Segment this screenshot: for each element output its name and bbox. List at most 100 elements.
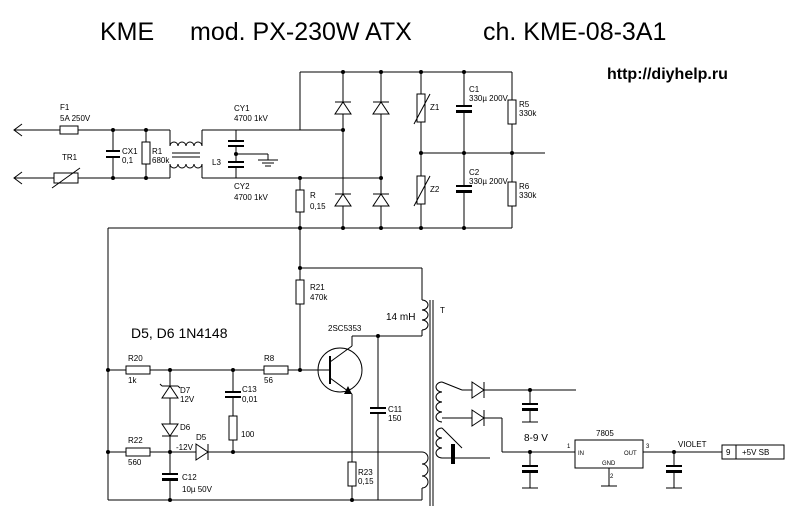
sb-label: +5V SB xyxy=(742,448,769,457)
resistor-r6 xyxy=(507,181,517,207)
t-label: T xyxy=(440,306,445,315)
r1-label: R1 xyxy=(152,147,163,156)
base-network: R20 1k R8 56 xyxy=(106,354,302,385)
voltage-8-9v: 8-9 V xyxy=(524,433,548,444)
varistor-z1 xyxy=(416,93,426,123)
d5-label: D5 xyxy=(196,433,207,442)
c11-value: 150 xyxy=(388,414,402,423)
d7-label: D7 xyxy=(180,386,191,395)
secondary-rectifiers: 8-9 V xyxy=(462,381,576,489)
resistor-r-015: R 0,15 xyxy=(295,189,326,268)
c2-label: C2 xyxy=(469,168,480,177)
pin9-number: 9 xyxy=(726,448,731,457)
regulator-7805: 7805 IN GND OUT 1 2 3 xyxy=(567,429,722,489)
neg12v-label: -12V xyxy=(176,443,194,452)
r100-value: 100 xyxy=(241,430,255,439)
r8-value: 56 xyxy=(264,376,273,385)
z1-label: Z1 xyxy=(430,103,440,112)
r23-value: 0,15 xyxy=(358,477,374,486)
r20-value: 1k xyxy=(128,376,137,385)
resistor-r21: R21 470k xyxy=(295,268,328,370)
d6-label: D6 xyxy=(180,423,191,432)
d5-d6-note: D5, D6 1N4148 xyxy=(131,325,228,341)
capacitor-c12: C12 10µ 50V xyxy=(162,452,213,502)
tr1-label: TR1 xyxy=(62,153,78,162)
r21-value: 470k xyxy=(310,293,328,302)
r6-value: 330k xyxy=(519,191,537,200)
cy2-value: 4700 1kV xyxy=(234,193,268,202)
q-label: 2SC5353 xyxy=(328,324,362,333)
l3-label: L3 xyxy=(212,158,221,167)
z2-label: Z2 xyxy=(430,185,440,194)
resistor-r22 xyxy=(125,447,151,457)
title-model: mod. PX-230W ATX xyxy=(190,18,412,46)
r6-label: R6 xyxy=(519,182,530,191)
cx1-value: 0,1 xyxy=(122,156,134,165)
reg-in: IN xyxy=(578,451,584,457)
r20-label: R20 xyxy=(128,354,143,363)
varistor-z2 xyxy=(416,175,426,205)
resistor-r8 xyxy=(263,365,289,375)
c1-label: C1 xyxy=(469,85,480,94)
mains-input: F1 5A 250V TR1 CX1 0,1 R1 680k xyxy=(13,103,170,189)
output-connector: VIOLET 9 +5V SB xyxy=(678,440,785,460)
r22-value: 560 xyxy=(128,458,142,467)
feedback-bus: R22 560 D5 -12V xyxy=(106,433,422,467)
c13-100-branch: C13 0,01 100 xyxy=(225,370,258,454)
reg-pin3: 3 xyxy=(646,444,650,450)
r21-label: R21 xyxy=(310,283,325,292)
resistor-r5 xyxy=(507,99,517,125)
r5-value: 330k xyxy=(519,109,537,118)
diodes-d7-d6: D7 12V D6 xyxy=(159,370,195,452)
c12-label: C12 xyxy=(182,473,197,482)
r23-label: R23 xyxy=(358,468,373,477)
cy1-label: CY1 xyxy=(234,104,250,113)
resistor-r23: R23 0,15 xyxy=(347,461,374,502)
c11-label: C11 xyxy=(388,405,403,414)
cy2-label: CY2 xyxy=(234,182,250,191)
reg-pin1: 1 xyxy=(567,444,571,450)
f1-label: F1 xyxy=(60,103,70,112)
reg-out: OUT xyxy=(624,451,637,457)
r22-label: R22 xyxy=(128,436,143,445)
violet-wire-label: VIOLET xyxy=(678,440,707,449)
choke-l3: L3 xyxy=(169,130,221,178)
capacitor-c11: C11 150 xyxy=(370,334,403,500)
y-capacitors: CY1 4700 1kV CY2 4700 1kV xyxy=(202,104,300,202)
resistor-r20 xyxy=(125,365,151,375)
standby-rails xyxy=(107,226,423,501)
f1-value: 5A 250V xyxy=(60,114,91,123)
title-brand: KME xyxy=(100,18,154,46)
r1-value: 680k xyxy=(152,156,170,165)
resistor-100 xyxy=(228,415,238,441)
r8-label: R8 xyxy=(264,354,275,363)
reg-pin2: 2 xyxy=(610,474,614,480)
d7-value: 12V xyxy=(180,395,195,404)
bridge-rectifier xyxy=(298,70,512,230)
cy1-value: 4700 1kV xyxy=(234,114,268,123)
bulk-capacitors: C1 330µ 200V C2 330µ 200V xyxy=(456,70,509,230)
r-value: 0,15 xyxy=(310,202,326,211)
c13-value: 0,01 xyxy=(242,395,258,404)
fuse-f1 xyxy=(59,125,79,135)
connector-5vsb xyxy=(735,444,785,460)
reg-gnd: GND xyxy=(602,461,616,467)
c1-value: 330µ 200V xyxy=(469,94,509,103)
c2-value: 330µ 200V xyxy=(469,177,509,186)
balance-resistors: R5 330k R6 330k xyxy=(421,72,545,228)
cx1-label: CX1 xyxy=(122,147,138,156)
c12-value: 10µ 50V xyxy=(182,485,213,494)
transformer-t: 14 mH T xyxy=(378,299,490,506)
c13-label: C13 xyxy=(242,385,257,394)
resistor-r1 xyxy=(141,141,151,165)
transistor-2sc5353: 2SC5353 xyxy=(300,324,378,462)
title-chassis: ch. KME-08-3A1 xyxy=(483,18,666,46)
r5-label: R5 xyxy=(519,100,530,109)
t-inductance: 14 mH xyxy=(386,312,415,323)
u7805-label: 7805 xyxy=(596,429,614,438)
r-label: R xyxy=(310,191,316,200)
website-url: http://diyhelp.ru xyxy=(607,66,728,83)
varistors: Z1 Z2 xyxy=(413,70,440,230)
